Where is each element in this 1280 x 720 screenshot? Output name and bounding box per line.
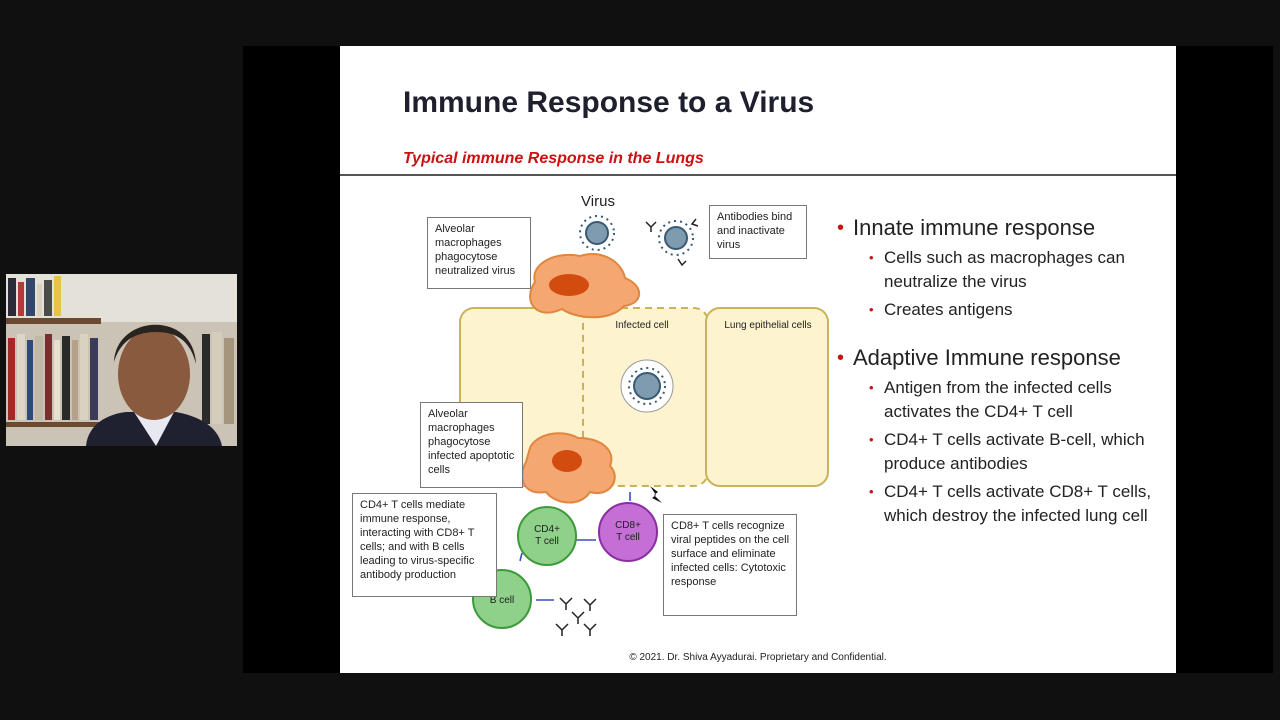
b-cell-label: B cell	[490, 595, 514, 606]
cd8-cell-label-line1: CD8+	[615, 520, 641, 531]
presenter-video-frame	[6, 274, 237, 446]
cd8-t-cell	[598, 502, 658, 562]
bullet-innate-item: Creates antigens	[837, 298, 1172, 322]
alveolar-neutralized-box: Alveolar macrophages phagocytose neutral…	[427, 217, 531, 289]
hair	[114, 324, 196, 364]
cd4-cell-label-line2: T cell	[535, 536, 559, 547]
virus-icon-internal	[628, 367, 666, 405]
face	[118, 328, 190, 420]
virus-label: Virus	[581, 193, 615, 210]
slide-subtitle: Typical immune Response in the Lungs	[403, 150, 704, 167]
bullet-list: Innate immune response Cells such as mac…	[837, 214, 1172, 532]
virus-icon	[579, 215, 615, 251]
copyright-notice: © 2021. Dr. Shiva Ayyadurai. Proprietary…	[629, 652, 887, 663]
infected-cell-label: Infected cell	[615, 320, 668, 331]
slide-title: Immune Response to a Virus	[403, 86, 815, 119]
antibodies-bind-box: Antibodies bind and inactivate virus	[709, 205, 807, 259]
immune-response-diagram: Infected cell Lung epithelial cells Viru…	[459, 193, 829, 636]
antibodies-icon	[555, 597, 597, 636]
bullet-innate-item: Cells such as macrophages can neutralize…	[837, 246, 1172, 294]
bullet-adaptive-item: CD4+ T cells activate CD8+ T cells, whic…	[837, 480, 1172, 528]
bullet-adaptive-item: CD4+ T cells activate B-cell, which prod…	[837, 428, 1172, 476]
cd4-t-cell	[517, 506, 577, 566]
alveolar-apoptotic-box: Alveolar macrophages phagocytose infecte…	[420, 402, 523, 488]
cd8-recognize-box: CD8+ T cells recognize viral peptides on…	[663, 514, 797, 616]
neutralized-virus-icon	[645, 218, 699, 267]
shirt	[134, 412, 174, 446]
presentation-slide: Immune Response to a Virus Typical immun…	[340, 46, 1176, 673]
cd4-cell-label-line1: CD4+	[534, 524, 560, 535]
epithelial-cell-right	[705, 307, 829, 487]
title-divider	[340, 174, 1176, 176]
cd4-mediate-box: CD4+ T cells mediate immune response, in…	[352, 493, 497, 597]
cytotoxic-bolt-icon	[650, 486, 662, 503]
bullet-innate: Innate immune response	[837, 214, 1172, 242]
presenter-webcam	[6, 274, 237, 446]
cd8-cell-label-line2: T cell	[616, 532, 640, 543]
macrophage-bottom-nucleus	[552, 450, 582, 472]
bullet-adaptive: Adaptive Immune response	[837, 344, 1172, 372]
macrophage-top-nucleus	[549, 274, 589, 296]
lung-epithelial-label: Lung epithelial cells	[724, 320, 811, 331]
bookshelf-books	[6, 276, 234, 427]
bullet-adaptive-item: Antigen from the infected cells activate…	[837, 376, 1172, 424]
